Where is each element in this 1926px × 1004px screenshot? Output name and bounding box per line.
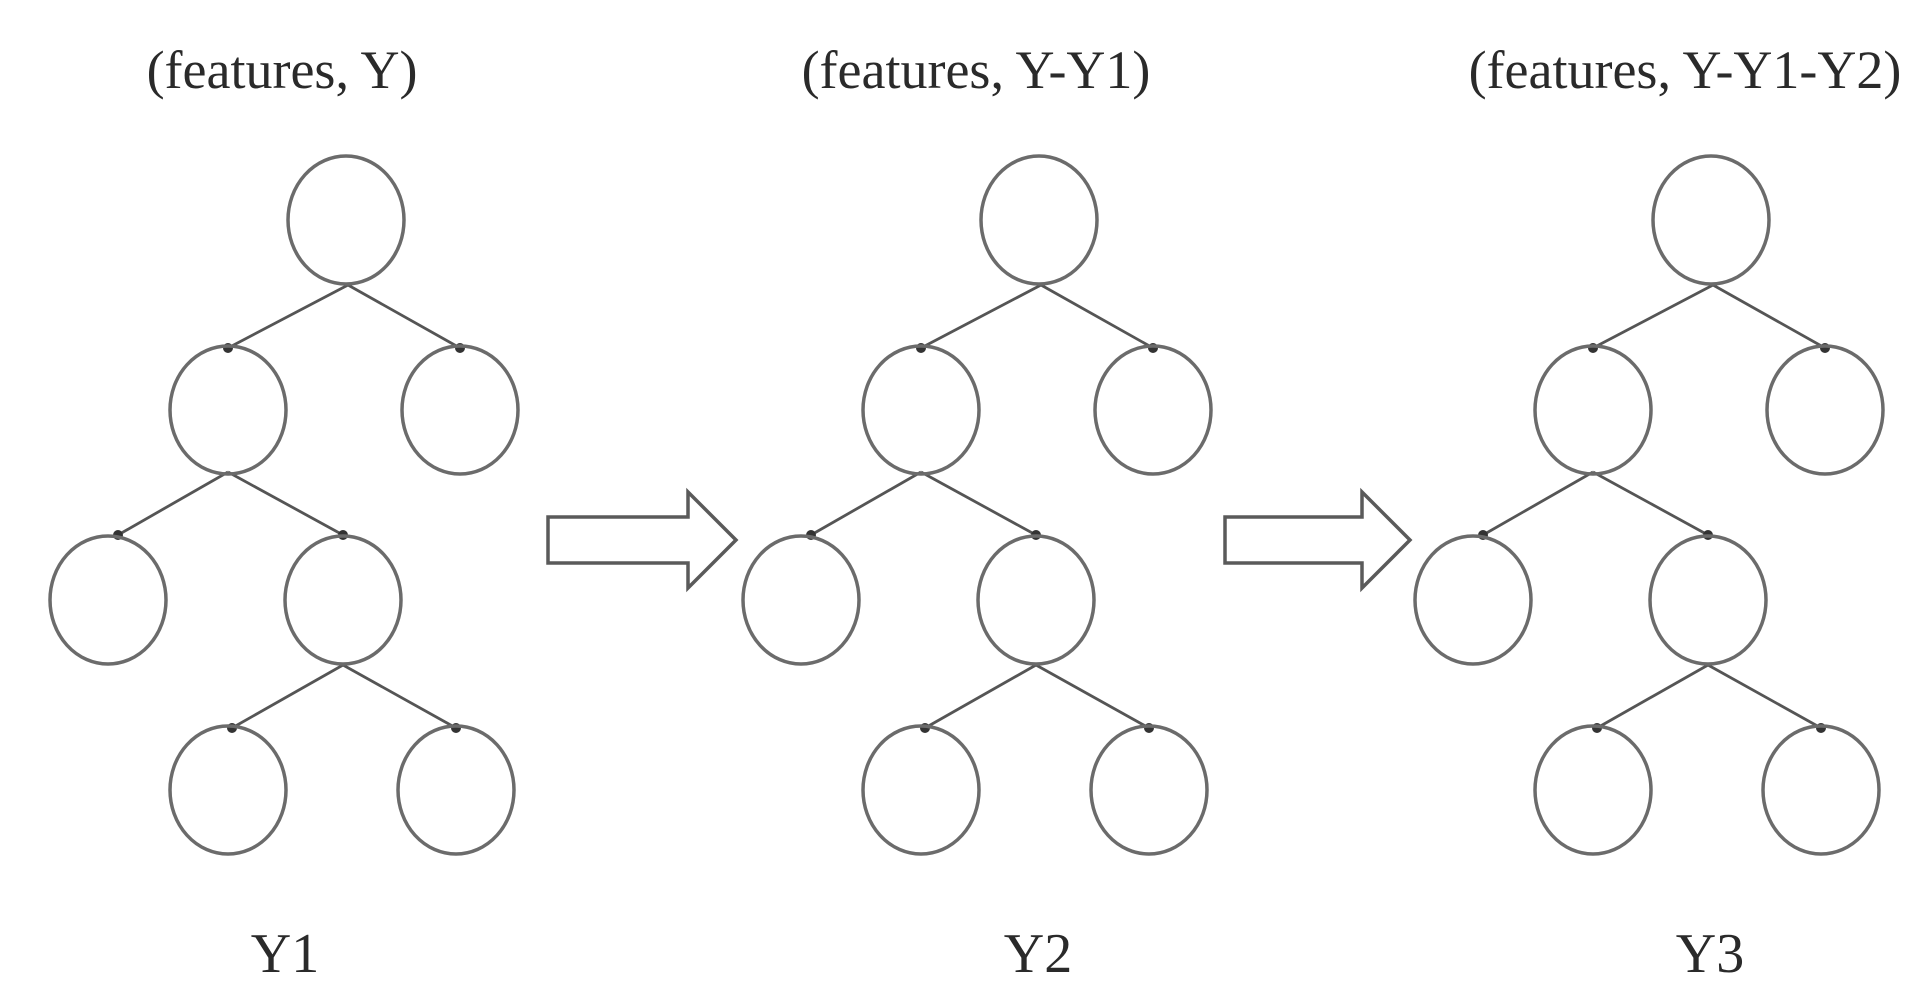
panel-footer-2: Y2 xyxy=(1004,923,1072,985)
tree-edge xyxy=(810,470,922,537)
tree-1 xyxy=(48,154,520,856)
tree-edge xyxy=(347,283,461,350)
tree-node xyxy=(1093,344,1213,476)
tree-node-root xyxy=(286,154,406,286)
tree-edge xyxy=(1712,283,1826,350)
tree-edge xyxy=(924,663,1037,730)
tree-node xyxy=(396,724,516,856)
tree-panel-3: (features, Y-Y1-Y2) Y3 xyxy=(1413,40,1902,985)
tree-node xyxy=(168,724,288,856)
tree-edge xyxy=(342,663,457,730)
flow-arrow-2 xyxy=(1223,487,1413,593)
tree-node xyxy=(741,534,861,666)
tree-node xyxy=(400,344,520,476)
panel-header-3: (features, Y-Y1-Y2) xyxy=(1469,40,1902,100)
tree-edge xyxy=(920,470,1037,537)
flow-arrow-1 xyxy=(546,487,739,593)
tree-edge xyxy=(1596,663,1709,730)
panel-footer-1: Y1 xyxy=(251,923,319,985)
tree-edge xyxy=(231,663,344,730)
tree-edge xyxy=(1592,470,1709,537)
tree-node-root xyxy=(1651,154,1771,286)
tree-edge xyxy=(1592,283,1714,350)
tree-edge xyxy=(1482,470,1594,537)
tree-3 xyxy=(1413,154,1885,856)
tree-node xyxy=(1765,344,1885,476)
tree-node xyxy=(1089,724,1209,856)
tree-node xyxy=(861,724,981,856)
tree-2 xyxy=(741,154,1213,856)
tree-node xyxy=(1413,534,1533,666)
tree-edge xyxy=(1035,663,1150,730)
tree-edge xyxy=(227,470,344,537)
tree-edge xyxy=(227,283,349,350)
tree-node xyxy=(283,534,403,666)
tree-edge xyxy=(920,283,1042,350)
panel-header-1: (features, Y) xyxy=(147,40,418,100)
panel-footer-3: Y3 xyxy=(1676,923,1744,985)
tree-node xyxy=(1648,534,1768,666)
tree-panel-2: (features, Y-Y1) Y2 xyxy=(741,40,1213,985)
tree-node-root xyxy=(979,154,1099,286)
tree-node xyxy=(48,534,168,666)
tree-edge xyxy=(1040,283,1154,350)
panel-header-2: (features, Y-Y1) xyxy=(802,40,1151,100)
tree-panel-1: (features, Y) Y1 xyxy=(48,40,520,985)
tree-node xyxy=(168,344,288,476)
tree-node xyxy=(1761,724,1881,856)
tree-edge xyxy=(1707,663,1822,730)
tree-node xyxy=(976,534,1096,666)
tree-node xyxy=(861,344,981,476)
tree-edge xyxy=(117,470,229,537)
tree-node xyxy=(1533,344,1653,476)
tree-node xyxy=(1533,724,1653,856)
